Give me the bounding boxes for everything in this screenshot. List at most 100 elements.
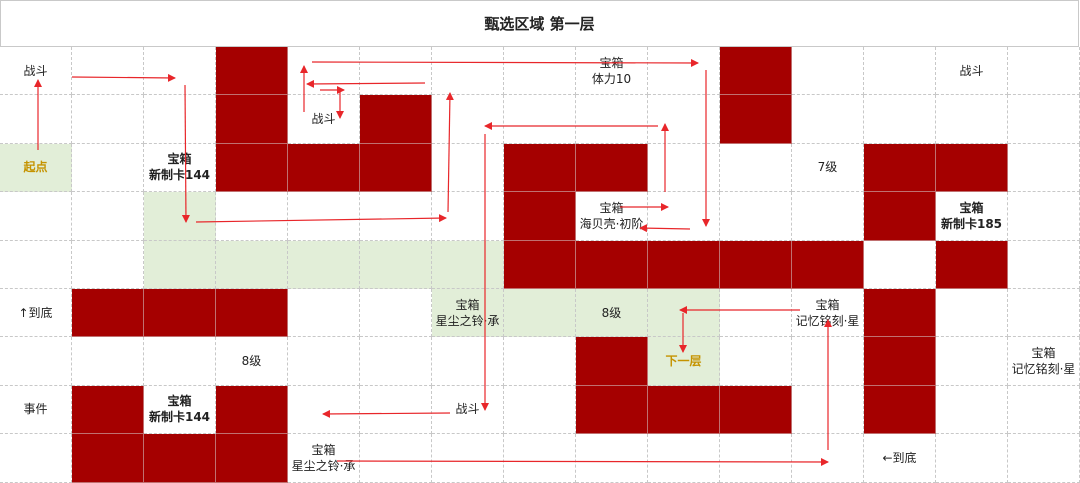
empty-cell: [0, 240, 72, 289]
empty-cell: [72, 143, 144, 193]
wall-cell: [792, 240, 864, 289]
empty-cell: [720, 143, 792, 193]
map-label-cell: 战斗: [288, 95, 360, 144]
cell-label: 体力10: [591, 71, 632, 86]
map-label-cell: 7级: [792, 143, 864, 193]
empty-cell: [936, 337, 1008, 386]
cell-label: 星尘之铃·承: [435, 313, 500, 328]
empty-cell: [576, 95, 648, 144]
empty-cell: [72, 47, 144, 96]
empty-cell: [360, 192, 432, 241]
cell-label: 8级: [241, 354, 262, 369]
wall-cell: [72, 385, 144, 435]
empty-cell: [504, 385, 576, 435]
cell-label: 宝箱: [167, 394, 192, 409]
empty-cell: [0, 192, 72, 241]
map-label-cell: 宝箱记忆铭刻·星: [792, 289, 864, 338]
cell-label: 新制卡144: [148, 168, 211, 183]
wall-cell: [720, 47, 792, 96]
cell-label: 宝箱: [959, 200, 984, 215]
empty-cell: [648, 95, 720, 144]
empty-cell: [792, 434, 864, 483]
empty-cell: [1008, 143, 1080, 193]
empty-cell: [288, 289, 360, 338]
empty-cell: [1008, 47, 1080, 96]
wall-cell: [360, 95, 432, 144]
empty-cell: [864, 240, 936, 289]
map-label-cell: 8级: [576, 289, 648, 338]
map-label-cell: 宝箱星尘之铃·承: [432, 289, 504, 338]
empty-cell: [648, 143, 720, 193]
map-label-cell: 宝箱新制卡144: [144, 385, 216, 435]
empty-cell: [792, 337, 864, 386]
map-label-cell: ←到底: [864, 434, 936, 483]
empty-cell: [504, 95, 576, 144]
map-label-cell: 战斗: [0, 47, 72, 96]
empty-cell: [72, 192, 144, 241]
map-label-cell: 8级: [216, 337, 288, 386]
path-cell: [648, 289, 720, 338]
wall-cell: [144, 289, 216, 338]
empty-cell: [360, 385, 432, 435]
wall-cell: [216, 95, 288, 144]
wall-cell: [72, 434, 144, 483]
map-label-cell: 下一层: [648, 337, 720, 386]
wall-cell: [720, 385, 792, 435]
empty-cell: [720, 434, 792, 483]
empty-cell: [0, 434, 72, 483]
empty-cell: [432, 47, 504, 96]
empty-cell: [72, 337, 144, 386]
map-label-cell: 起点: [0, 143, 72, 193]
map-label-cell: 宝箱新制卡144: [144, 143, 216, 193]
cell-label: 新制卡185: [940, 216, 1003, 231]
empty-cell: [1008, 385, 1080, 435]
wall-cell: [576, 385, 648, 435]
cell-label: 宝箱: [455, 297, 480, 312]
wall-cell: [720, 240, 792, 289]
wall-cell: [576, 337, 648, 386]
wall-cell: [864, 192, 936, 241]
path-cell: [288, 240, 360, 289]
wall-cell: [504, 240, 576, 289]
wall-cell: [216, 434, 288, 483]
empty-cell: [360, 337, 432, 386]
cell-label: 宝箱: [167, 152, 192, 167]
cell-label: 宝箱: [311, 442, 336, 457]
wall-cell: [144, 434, 216, 483]
cell-label: 战斗: [959, 63, 984, 78]
cell-label: 8级: [601, 305, 622, 320]
wall-cell: [936, 143, 1008, 193]
wall-cell: [504, 143, 576, 193]
cell-label: 事件: [23, 402, 48, 417]
cell-label: 宝箱: [599, 200, 624, 215]
wall-cell: [864, 143, 936, 193]
wall-cell: [216, 47, 288, 96]
wall-cell: [216, 289, 288, 338]
empty-cell: [144, 95, 216, 144]
map-label-cell: ↑到底: [0, 289, 72, 338]
wall-cell: [216, 143, 288, 193]
empty-cell: [720, 289, 792, 338]
empty-cell: [936, 95, 1008, 144]
path-cell: [216, 240, 288, 289]
map-label-cell: 宝箱记忆铭刻·星: [1008, 337, 1080, 386]
wall-cell: [648, 385, 720, 435]
empty-cell: [648, 47, 720, 96]
path-cell: [360, 240, 432, 289]
cell-label: 战斗: [311, 112, 336, 127]
empty-cell: [936, 289, 1008, 338]
empty-cell: [504, 434, 576, 483]
empty-cell: [288, 385, 360, 435]
cell-label: 新制卡144: [148, 410, 211, 425]
cell-label: 星尘之铃·承: [291, 458, 356, 473]
wall-cell: [864, 337, 936, 386]
wall-cell: [72, 289, 144, 338]
wall-cell: [288, 143, 360, 193]
wall-cell: [864, 289, 936, 338]
empty-cell: [504, 47, 576, 96]
empty-cell: [288, 337, 360, 386]
path-cell: [144, 192, 216, 241]
cell-label: 战斗: [455, 402, 480, 417]
empty-cell: [144, 337, 216, 386]
wall-cell: [576, 240, 648, 289]
